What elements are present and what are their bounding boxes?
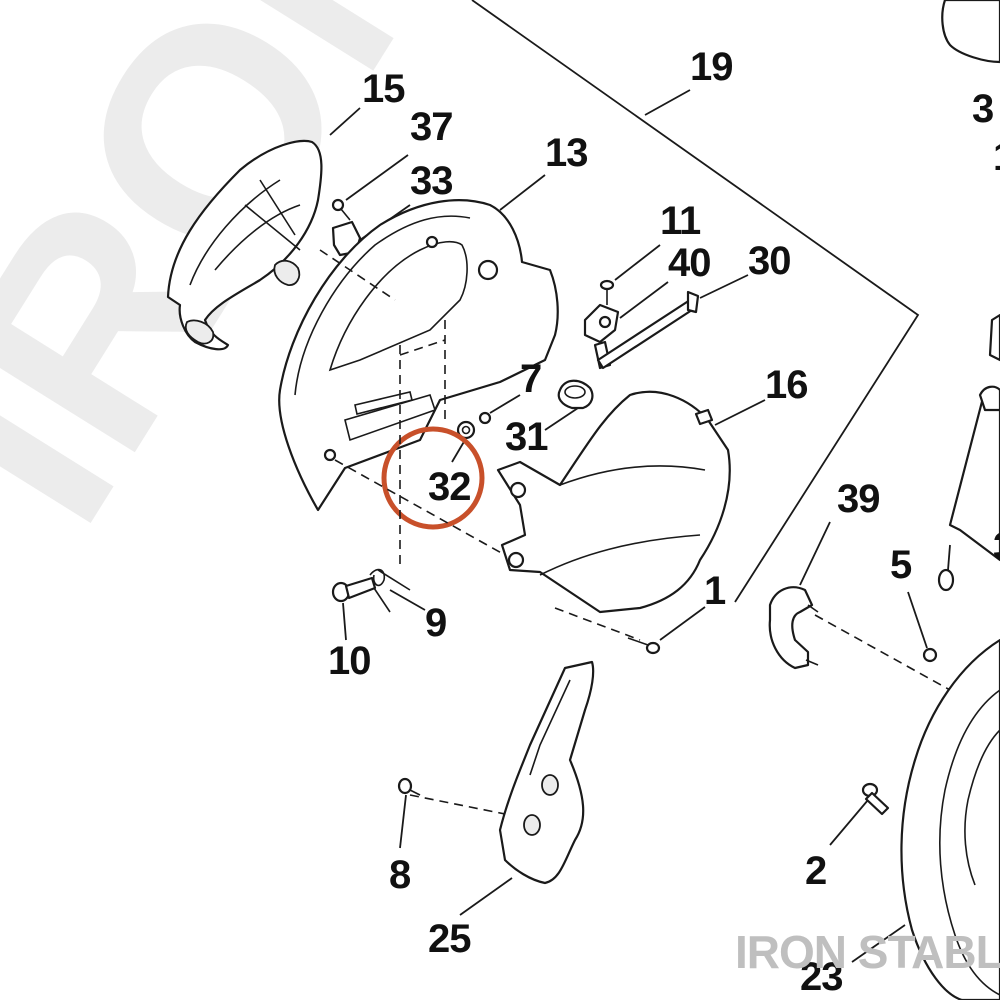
part-10-pin bbox=[331, 576, 377, 603]
callout-25: 25 bbox=[428, 917, 471, 961]
callout-10: 10 bbox=[328, 639, 371, 683]
callout-31: 31 bbox=[505, 415, 548, 459]
callout-7: 7 bbox=[520, 357, 541, 401]
leader-30 bbox=[699, 274, 749, 299]
leader-1-right bbox=[947, 544, 951, 571]
part-9-spring bbox=[369, 568, 411, 613]
callout-3-top: 3 bbox=[972, 87, 993, 131]
part-right-panel-partial bbox=[937, 313, 1000, 592]
leader-19 bbox=[644, 89, 691, 116]
callout-13: 13 bbox=[545, 131, 588, 175]
leader-2 bbox=[829, 799, 869, 846]
callout-1-top: 1 bbox=[993, 135, 1000, 179]
callout-23: 23 bbox=[800, 955, 843, 999]
part-11-screw bbox=[599, 279, 615, 305]
part-16-cover-plate bbox=[496, 390, 731, 614]
leader-37 bbox=[345, 154, 409, 201]
part-8-screw bbox=[397, 777, 421, 796]
callout-1: 1 bbox=[704, 569, 726, 613]
leader-5 bbox=[907, 591, 928, 649]
callout-15: 15 bbox=[362, 67, 405, 111]
part-25-bracket bbox=[498, 660, 595, 885]
part-1-screw bbox=[627, 637, 661, 655]
leader-16 bbox=[714, 399, 766, 426]
callout-39: 39 bbox=[837, 477, 880, 521]
leader-13 bbox=[499, 174, 546, 211]
leader-10 bbox=[342, 602, 347, 641]
part-32-bushing bbox=[456, 420, 476, 440]
leader-7 bbox=[489, 394, 521, 414]
callout-3-right: 3 bbox=[993, 525, 1000, 569]
part-3-top-partial bbox=[941, 0, 1000, 64]
assembly-line-h bbox=[814, 614, 951, 691]
part-2-screw bbox=[861, 782, 890, 816]
leader-1 bbox=[659, 606, 706, 641]
callout-30: 30 bbox=[748, 239, 791, 283]
callout-40: 40 bbox=[668, 241, 711, 285]
leader-8 bbox=[399, 794, 407, 849]
part-15-cover bbox=[166, 139, 323, 351]
part-5-nut bbox=[922, 647, 938, 663]
callout-19: 19 bbox=[690, 45, 733, 89]
leader-32 bbox=[451, 439, 466, 463]
part-31-plug bbox=[557, 379, 594, 410]
callout-9: 9 bbox=[425, 601, 446, 645]
assembly-line-f bbox=[554, 607, 641, 641]
part-39-clamp bbox=[768, 586, 819, 670]
leader-9 bbox=[389, 589, 426, 611]
part-7-nut bbox=[478, 411, 492, 425]
leader-23 bbox=[851, 924, 906, 963]
part-13-housing bbox=[278, 199, 559, 512]
callout-2: 2 bbox=[805, 849, 826, 893]
callout-16: 16 bbox=[765, 363, 808, 407]
assembly-line-e bbox=[334, 459, 506, 556]
leader-39 bbox=[799, 521, 831, 586]
part-23-fairing bbox=[900, 638, 1000, 1000]
callout-33: 33 bbox=[410, 159, 453, 203]
leader-25 bbox=[459, 877, 513, 916]
assembly-line-c bbox=[399, 339, 446, 356]
callout-32: 32 bbox=[428, 465, 471, 509]
brand-watermark: IRON STABLE bbox=[735, 926, 1000, 978]
leader-15 bbox=[329, 107, 361, 136]
leader-31 bbox=[544, 407, 579, 431]
leader-11 bbox=[614, 244, 661, 281]
callout-11: 11 bbox=[660, 199, 701, 243]
part-37-screw bbox=[331, 198, 351, 221]
callout-5: 5 bbox=[890, 543, 912, 587]
leader-40 bbox=[619, 281, 669, 319]
callout-8: 8 bbox=[389, 853, 411, 897]
highlight-ring-32 bbox=[381, 426, 485, 530]
part-30-rod bbox=[596, 290, 700, 370]
assembly-line-g bbox=[409, 794, 511, 816]
callout-37: 37 bbox=[410, 105, 453, 149]
assembly-line-d bbox=[319, 249, 396, 301]
group-bracket-19 bbox=[471, 0, 920, 603]
